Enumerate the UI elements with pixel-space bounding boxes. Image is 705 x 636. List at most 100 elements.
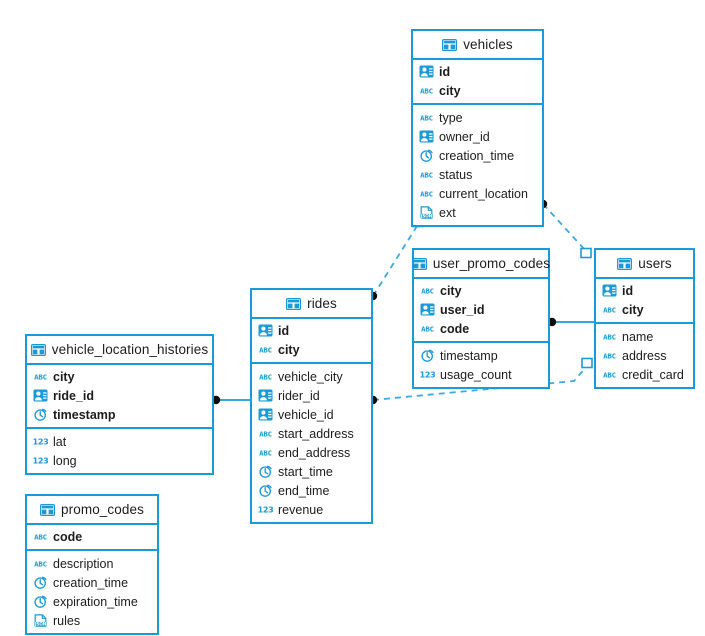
string-icon: ABC [602,368,617,381]
table-header[interactable]: vehicles [413,31,542,60]
field-label: code [53,529,83,544]
field-label: ext [439,205,456,220]
number-icon: 123 [33,454,48,467]
edge-endpoint-square [580,247,592,259]
field-label: revenue [278,502,324,517]
relationship-vlh-rides[interactable] [211,395,251,405]
pk-field-row[interactable]: user_id [414,300,548,319]
field-label: type [439,110,463,125]
pk-field-row[interactable]: ABC city [414,281,548,300]
svg-text:ABC: ABC [420,113,433,122]
pk-field-row[interactable]: timestamp [27,405,212,424]
pk-field-row[interactable]: ABC code [27,527,157,546]
column-field-row[interactable]: start_time [252,462,371,481]
field-label: ride_id [53,388,94,403]
table-title: users [638,256,672,271]
table-header[interactable]: vehicle_location_histories [27,336,212,365]
svg-text:ABC: ABC [259,345,272,354]
uuid-icon [602,284,617,297]
table-header[interactable]: users [596,250,693,279]
timestamp-icon [420,349,435,362]
field-label: start_address [278,426,354,441]
field-label: city [278,342,300,357]
string-icon: ABC [420,284,435,297]
svg-text:123: 123 [33,457,48,466]
string-icon: ABC [33,530,48,543]
column-field-row[interactable]: ABC start_address [252,424,371,443]
svg-text:ABC: ABC [603,351,616,360]
field-label: start_time [278,464,333,479]
pk-field-row[interactable]: ride_id [27,386,212,405]
table-title: vehicle_location_histories [51,342,209,357]
string-icon: ABC [258,343,273,356]
number-icon: 123 [33,435,48,448]
column-field-row[interactable]: creation_time [413,146,542,165]
uuid-icon [420,303,435,316]
string-icon: ABC [258,427,273,440]
timestamp-icon [33,595,48,608]
string-icon: ABC [420,322,435,335]
relationship-user-promo-codes-users[interactable] [547,317,595,327]
string-icon: ABC [602,303,617,316]
field-label: owner_id [439,129,490,144]
table-header[interactable]: promo_codes [27,496,157,525]
json-icon: JSON [33,614,48,627]
pk-field-row[interactable]: id [596,281,693,300]
column-field-row[interactable]: creation_time [27,573,157,592]
svg-text:ABC: ABC [259,429,272,438]
table-header[interactable]: rides [252,290,371,319]
table-header[interactable]: user_promo_codes [411,250,551,279]
column-field-row[interactable]: rider_id [252,386,371,405]
column-field-row[interactable]: vehicle_id [252,405,371,424]
field-label: city [440,283,462,298]
field-label: timestamp [53,407,116,422]
column-field-row[interactable]: expiration_time [27,592,157,611]
column-field-row[interactable]: end_time [252,481,371,500]
pk-field-row[interactable]: id [413,62,542,81]
field-label: vehicle_id [278,407,334,422]
field-label: creation_time [439,148,515,163]
pk-field-row[interactable]: id [252,321,371,340]
table-grid-icon [411,257,427,270]
field-label: timestamp [440,348,498,363]
field-label: id [622,283,634,298]
svg-text:ABC: ABC [603,332,616,341]
column-field-row[interactable]: ABC type [413,108,542,127]
table-title: user_promo_codes [432,256,551,271]
column-field-row[interactable]: owner_id [413,127,542,146]
svg-text:123: 123 [258,506,273,515]
column-field-row[interactable]: 123 revenue [252,500,371,519]
string-icon: ABC [602,349,617,362]
string-icon: ABC [258,446,273,459]
svg-text:ABC: ABC [420,86,433,95]
column-field-row[interactable]: timestamp [414,346,548,365]
uuid-icon [419,65,434,78]
pk-field-row[interactable]: ABC city [252,340,371,359]
